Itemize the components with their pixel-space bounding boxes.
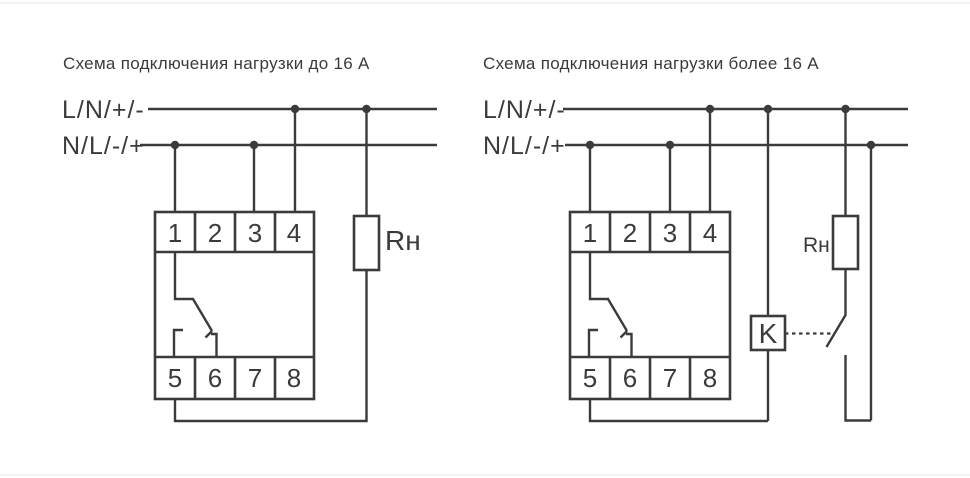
junction-dot bbox=[362, 104, 371, 114]
terminal-number-7: 7 bbox=[662, 363, 678, 393]
terminal-drop-wires bbox=[173, 109, 368, 216]
contactor-coil-label: K bbox=[758, 318, 778, 349]
junction-dot bbox=[585, 140, 595, 150]
coil-return-wire bbox=[588, 399, 768, 423]
right-bus-label-n: N/L/-/+ bbox=[483, 132, 566, 160]
terminal-number-3: 3 bbox=[662, 218, 678, 248]
terminal-number-1: 1 bbox=[167, 218, 183, 248]
contact-terminal6 bbox=[626, 332, 633, 357]
terminal-number-6: 6 bbox=[207, 363, 223, 393]
terminal-number-1: 1 bbox=[582, 218, 598, 248]
terminal-number-5: 5 bbox=[582, 363, 598, 393]
power-switch-blade bbox=[825, 269, 847, 348]
terminal-number-4: 4 bbox=[286, 218, 302, 248]
terminal-number-7: 7 bbox=[247, 363, 263, 393]
junction-dot bbox=[866, 140, 876, 150]
terminal-number-5: 5 bbox=[167, 363, 183, 393]
terminal-row-lines bbox=[155, 250, 314, 359]
load-resistor-symbol bbox=[352, 214, 381, 272]
power-switch-return-wire bbox=[844, 355, 871, 422]
page-edge-bottom bbox=[0, 474, 970, 476]
terminal-number-8: 8 bbox=[286, 363, 302, 393]
junction-dot bbox=[170, 140, 180, 150]
contact-blade bbox=[173, 252, 214, 339]
left-diagram-title: Схема подключения нагрузки до 16 А bbox=[63, 54, 370, 73]
terminal-number-2: 2 bbox=[622, 218, 638, 248]
terminal-number-4: 4 bbox=[702, 218, 718, 248]
relay-contact-symbol bbox=[172, 252, 218, 357]
terminal-drop-wires bbox=[588, 109, 873, 421]
left-diagram-lines bbox=[140, 104, 437, 423]
contact-terminal5 bbox=[172, 328, 183, 357]
right-diagram-title: Схема подключения нагрузки более 16 А bbox=[483, 54, 819, 73]
terminal-number-6: 6 bbox=[622, 363, 638, 393]
right-bus-label-l: L/N/+/- bbox=[483, 96, 566, 124]
junction-dot bbox=[249, 140, 259, 150]
right-load-label: Rн bbox=[803, 234, 830, 257]
load-return-wire bbox=[173, 270, 368, 423]
contact-blade bbox=[588, 252, 629, 339]
left-bus-label-l: L/N/+/- bbox=[62, 96, 145, 124]
relay-box bbox=[568, 210, 732, 401]
contact-terminal6 bbox=[211, 332, 218, 357]
contact-terminal5 bbox=[587, 328, 598, 357]
relay-box bbox=[153, 210, 316, 401]
junction-dot bbox=[665, 140, 675, 150]
left-bus-label-n: N/L/-/+ bbox=[62, 132, 145, 160]
terminal-row-lines bbox=[570, 250, 730, 359]
junction-dot bbox=[763, 104, 773, 114]
terminal-dividers bbox=[608, 212, 692, 399]
right-diagram-lines bbox=[563, 104, 908, 423]
terminal-number-2: 2 bbox=[207, 218, 223, 248]
load-resistor-symbol bbox=[831, 214, 860, 271]
junction-dot bbox=[841, 104, 850, 114]
relay-contact-symbol bbox=[587, 252, 633, 357]
page-edge-top bbox=[0, 2, 970, 4]
terminal-number-8: 8 bbox=[702, 363, 718, 393]
terminal-dividers bbox=[193, 212, 277, 399]
junction-dot bbox=[290, 104, 300, 114]
terminal-number-3: 3 bbox=[247, 218, 263, 248]
junction-dot bbox=[705, 104, 715, 114]
power-contact-branch bbox=[825, 214, 871, 422]
left-load-label: Rн bbox=[385, 225, 421, 256]
